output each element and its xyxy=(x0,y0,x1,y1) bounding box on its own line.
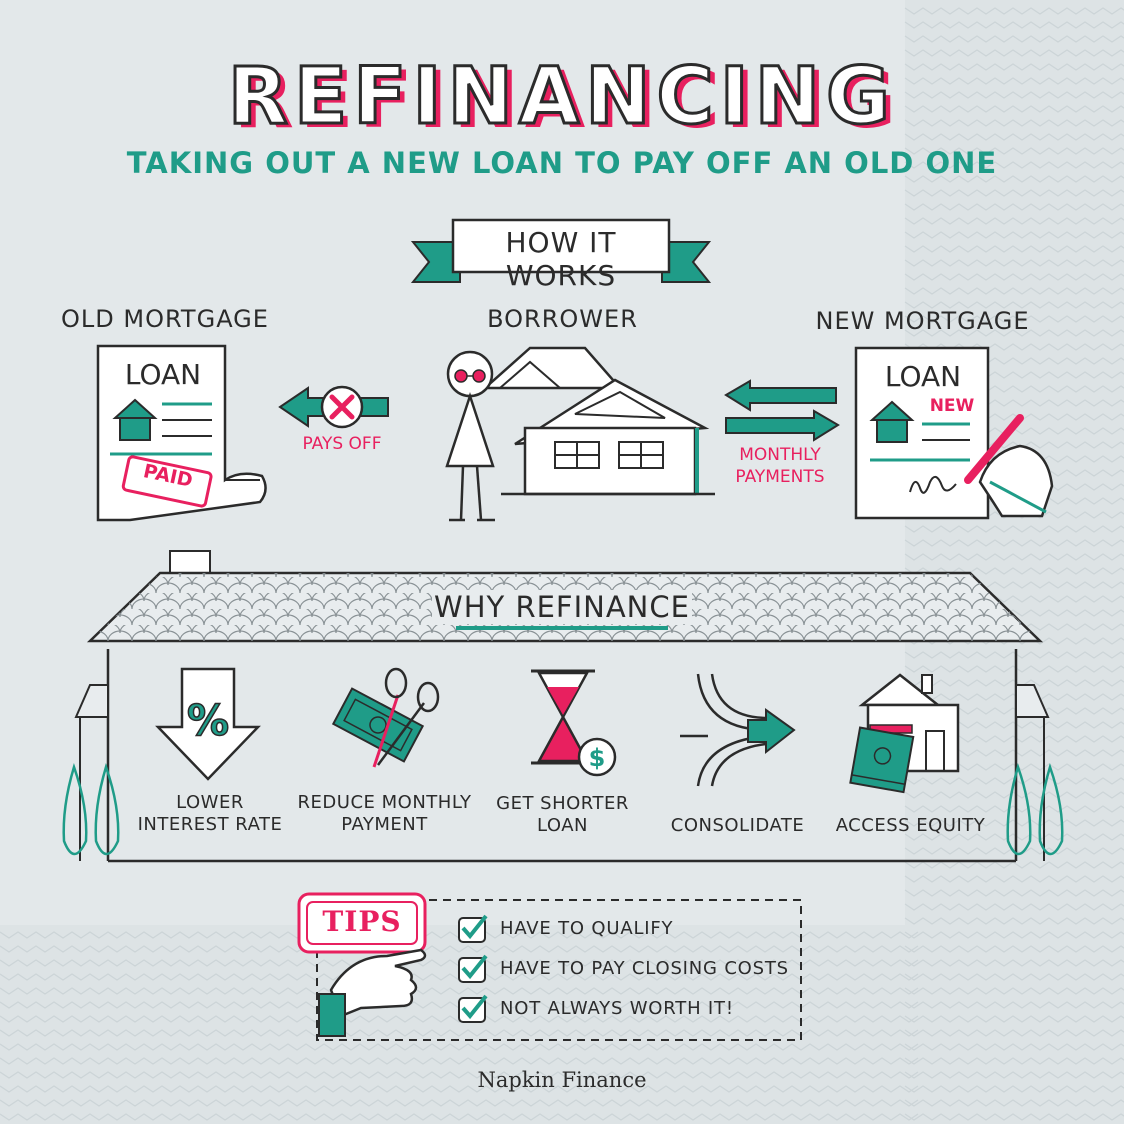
pays-off-arrow-icon xyxy=(278,385,389,429)
footer-brand: Napkin Finance xyxy=(477,1068,647,1092)
why-refinance-heading: WHY REFINANCE xyxy=(432,590,692,624)
pen-hand-icon xyxy=(964,414,1054,518)
new-mortgage-document xyxy=(854,346,1054,520)
reason-get-shorter-loan: GET SHORTER LOAN xyxy=(496,793,629,836)
reason-access-equity: ACCESS EQUITY xyxy=(835,815,986,836)
tip-item: NOT ALWAYS WORTH IT! xyxy=(500,998,734,1019)
reason-consolidate: CONSOLIDATE xyxy=(670,815,805,836)
tips-label: TIPS xyxy=(322,905,402,938)
page-title: REFINANCING xyxy=(226,51,897,144)
tip-item: HAVE TO PAY CLOSING COSTS xyxy=(500,958,789,979)
tip-item: HAVE TO QUALIFY xyxy=(500,918,674,939)
hourglass-dollar-icon: $ xyxy=(531,669,617,777)
svg-text:%: % xyxy=(187,696,229,745)
tips-checkboxes xyxy=(458,914,488,1023)
page-subtitle: TAKING OUT A NEW LOAN TO PAY OFF AN OLD … xyxy=(126,146,998,180)
reason-reduce-monthly-payment: REDUCE MONTHLY PAYMENT xyxy=(297,792,472,835)
house-icon xyxy=(112,398,158,441)
old-mortgage-label: OLD MORTGAGE xyxy=(61,305,269,333)
old-loan-title: LOAN xyxy=(124,358,202,391)
how-it-works-banner xyxy=(410,218,712,283)
old-mortgage-document xyxy=(96,344,267,522)
borrower-house-illustration xyxy=(445,346,715,522)
new-loan-title: LOAN xyxy=(884,360,962,393)
checkbox-icon xyxy=(458,914,488,943)
how-it-works-label: HOW IT WORKS xyxy=(505,226,617,292)
monthly-payments-label: MONTHLY PAYMENTS xyxy=(735,445,825,487)
checkbox-icon xyxy=(458,954,488,983)
house-icon xyxy=(869,400,915,443)
paid-stamp xyxy=(121,455,213,508)
merge-arrow-icon xyxy=(680,673,796,787)
scissors-cash-icon xyxy=(331,667,440,768)
pays-off-label: PAYS OFF xyxy=(302,434,382,454)
monthly-payments-arrows-icon xyxy=(724,379,840,442)
borrower-person-icon xyxy=(445,350,495,522)
checkbox-icon xyxy=(458,994,488,1023)
reason-lower-interest-rate: LOWER INTEREST RATE xyxy=(137,792,283,835)
borrower-label: BORROWER xyxy=(487,305,638,333)
house-cash-icon xyxy=(849,673,960,794)
pointing-hand-icon xyxy=(318,948,427,1037)
svg-text:$: $ xyxy=(589,744,606,772)
why-refinance-underline xyxy=(456,626,668,630)
percent-arrow-icon: % xyxy=(155,667,261,781)
new-mortgage-label: NEW MORTGAGE xyxy=(815,307,1030,335)
new-tag: NEW xyxy=(929,396,975,416)
tips-panel xyxy=(297,892,802,1041)
